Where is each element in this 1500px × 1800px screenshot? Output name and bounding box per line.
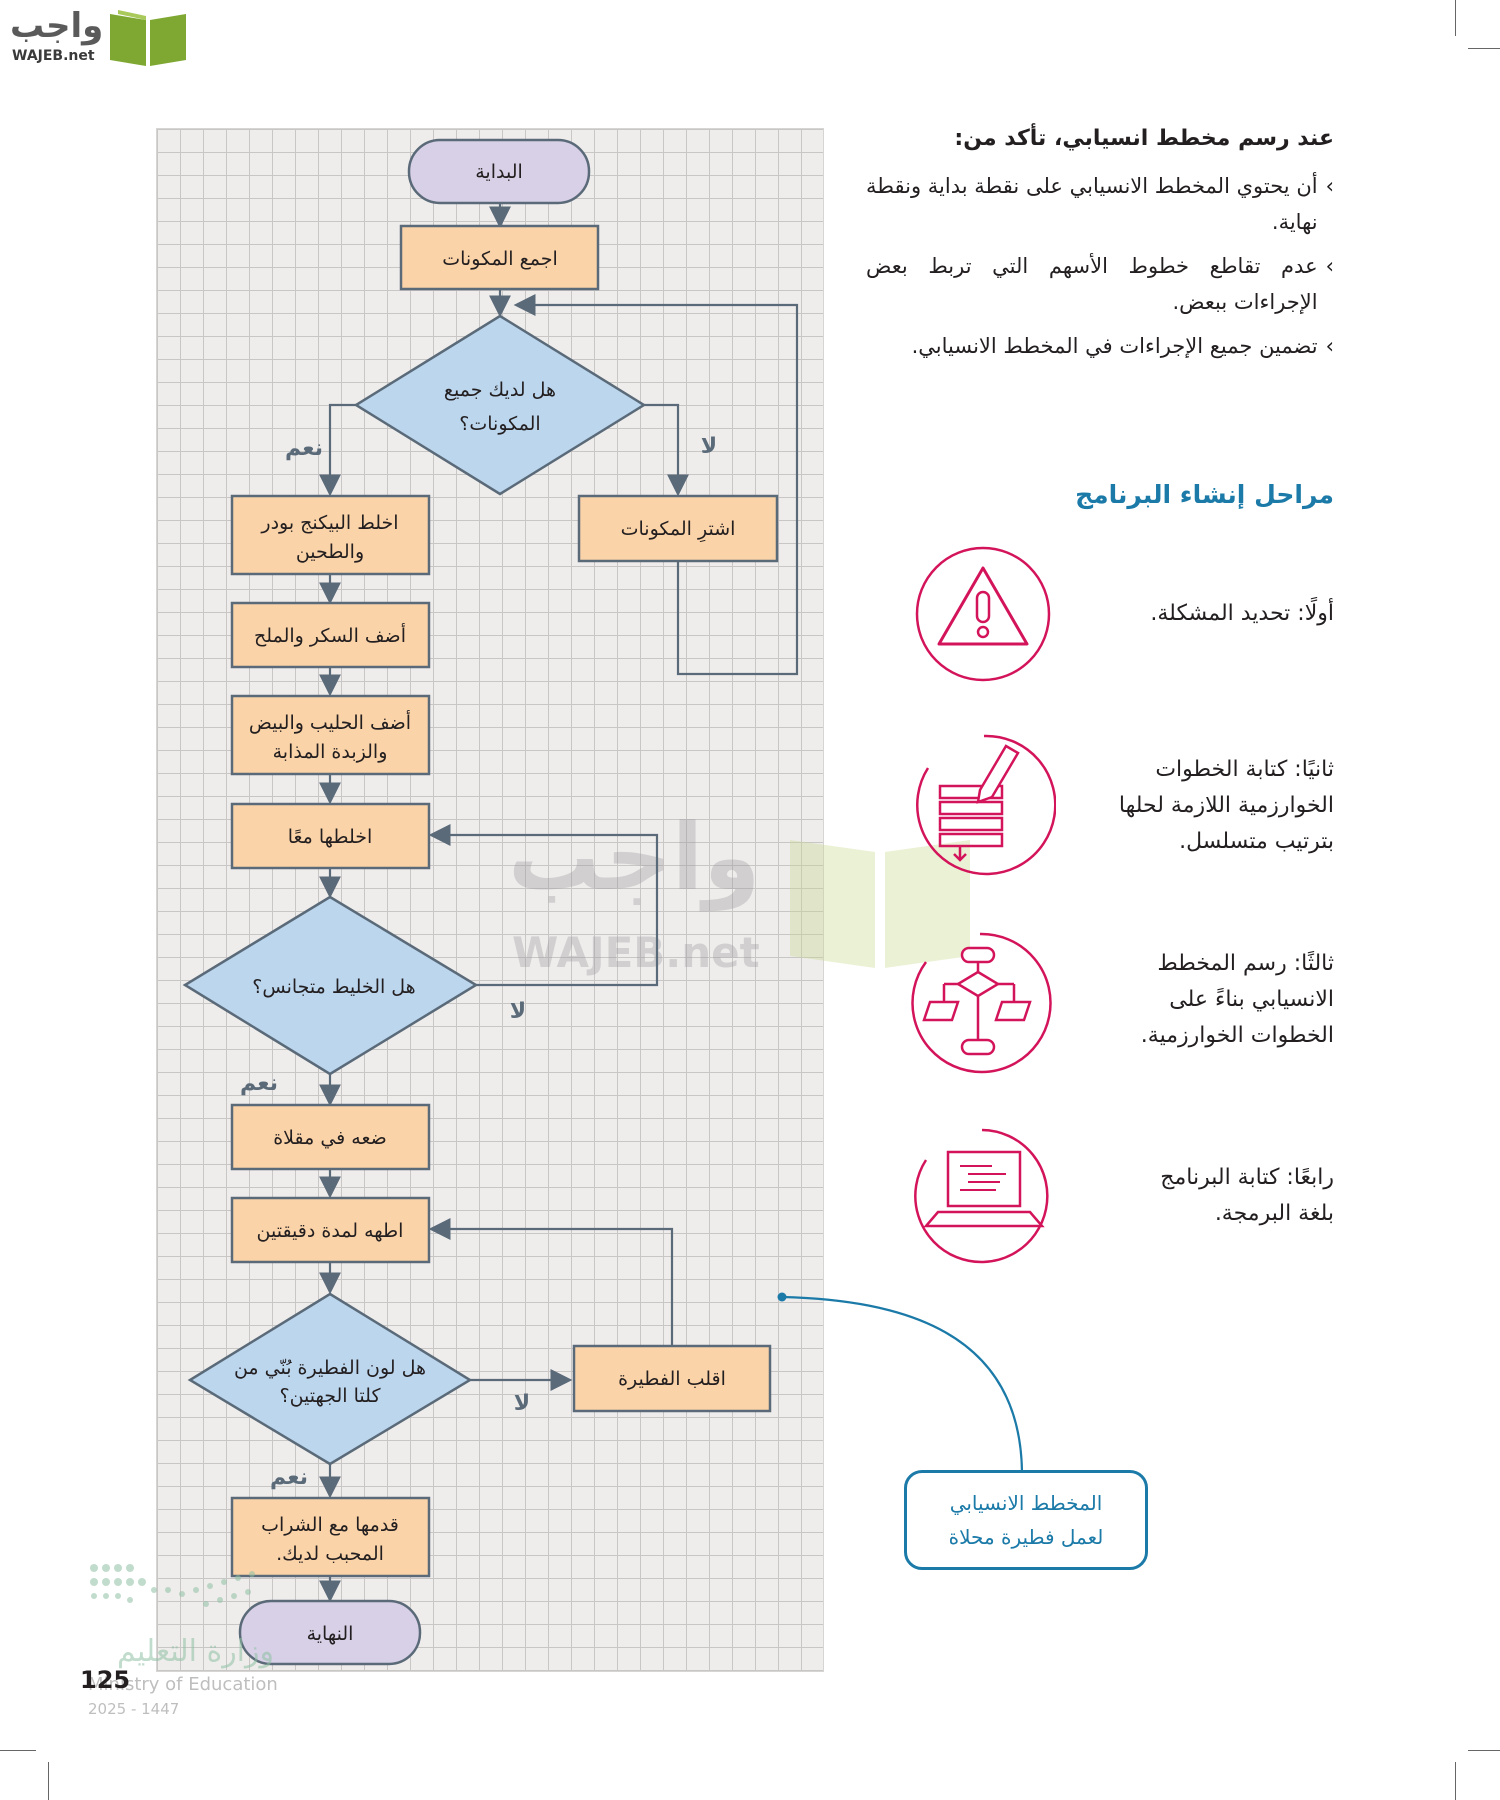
watermark: واجب WAJEB.net xyxy=(500,804,1020,990)
ministry-arabic: وزارة التعليم xyxy=(116,1634,274,1669)
crop-mark xyxy=(48,1762,49,1800)
checklist-item-text: أن يحتوي المخطط الانسيابي على نقطة بداية… xyxy=(866,174,1318,234)
yes-label: نعم xyxy=(270,1465,308,1490)
checklist-item-text: عدم تقاطع خطوط الأسهم التي تربط بعض الإج… xyxy=(866,254,1318,314)
checklist-item: › تضمين جميع الإجراءات في المخطط الانسيا… xyxy=(866,328,1334,364)
stage-2-text: ثانيًا: كتابة الخطوات الخوارزمية اللازمة… xyxy=(1118,757,1334,854)
connector xyxy=(513,294,799,676)
mix-label-line2: والطحين xyxy=(296,541,364,563)
crop-mark xyxy=(1455,0,1456,36)
logo-latin-text: WAJEB.net xyxy=(12,48,95,64)
connector xyxy=(428,824,659,987)
watermark-arabic: واجب xyxy=(508,804,761,911)
mix-together-label: اخلطها معًا xyxy=(288,826,373,848)
add-milk-line2: والزبدة المذابة xyxy=(273,741,388,763)
stage-3-text: ثالثًا: رسم المخطط الانسيابي بناءً على ا… xyxy=(1140,951,1334,1048)
pencil-steps-icon xyxy=(916,734,1056,876)
bullet-chevron-icon: › xyxy=(1325,174,1334,198)
watermark-latin: WAJEB.net xyxy=(512,928,760,977)
buy-label: اشترِ المكونات xyxy=(621,518,736,543)
smooth-decision xyxy=(182,895,479,1076)
have-question-line2: المكونات؟ xyxy=(459,413,540,435)
no-label: لا xyxy=(701,434,717,459)
mix-together-step xyxy=(230,802,431,870)
flowchart-icon xyxy=(911,932,1052,1074)
add-milk-line1: أضف الحليب والبيض xyxy=(249,710,411,734)
ministry-english: Ministry of Education xyxy=(88,1674,278,1695)
smooth-question: هل الخليط متجانس؟ xyxy=(252,976,415,998)
flowchart-caption: المخطط الانسيابي لعمل فطيرة محلاة xyxy=(904,1470,1148,1570)
crop-mark xyxy=(1468,48,1500,49)
gather-label: اجمع المكونات xyxy=(442,248,557,270)
yes-label: نعم xyxy=(285,436,323,461)
cook-step xyxy=(230,1196,431,1264)
no-label: لا xyxy=(514,1391,530,1416)
stage-1-text: أولًا: تحديد المشكلة. xyxy=(1150,601,1334,626)
bullet-chevron-icon: › xyxy=(1325,254,1334,278)
cook-label: اطهه لمدة دقيقتين xyxy=(257,1220,404,1242)
caption-line-2: لعمل فطيرة محلاة xyxy=(948,1525,1104,1549)
start-terminal xyxy=(407,138,591,205)
serve-step xyxy=(230,1496,431,1578)
buy-step xyxy=(577,494,779,563)
laptop-code-icon xyxy=(914,1128,1049,1264)
end-terminal xyxy=(238,1599,422,1666)
flip-label: اقلب الفطيرة xyxy=(618,1368,726,1390)
watermark-book-icon xyxy=(790,840,970,968)
flip-step xyxy=(572,1344,772,1413)
have-question-line1: هل لديك جميع xyxy=(444,379,556,401)
checklist-item-text: تضمين جميع الإجراءات في المخطط الانسيابي… xyxy=(911,334,1318,358)
page-number: 125 xyxy=(80,1666,131,1694)
connector xyxy=(428,1218,674,1346)
gather-step xyxy=(399,224,600,291)
checklist-title: عند رسم مخطط انسيابي، تأكد من: xyxy=(954,126,1334,151)
pan-step xyxy=(230,1103,431,1171)
add-sugar-step xyxy=(230,601,431,669)
brown-decision xyxy=(187,1292,473,1466)
ministry-dots-icon xyxy=(90,1564,255,1607)
pan-label: ضعه في مقلاة xyxy=(273,1127,387,1149)
add-sugar-label: أضف السكر والملح xyxy=(254,623,406,647)
checklist-list: › أن يحتوي المخطط الانسيابي على نقطة بدا… xyxy=(866,168,1334,364)
brown-question-line1: هل لون الفطيرة بُنّي من xyxy=(234,1357,426,1379)
yes-label: نعم xyxy=(240,1071,278,1096)
mix-label-line1: اخلط البيكنج بودر xyxy=(260,512,398,534)
caption-line-1: المخطط الانسيابي xyxy=(949,1491,1103,1515)
warning-triangle-icon xyxy=(915,546,1051,682)
crop-mark xyxy=(1468,1750,1500,1751)
checklist-item: › أن يحتوي المخطط الانسيابي على نقطة بدا… xyxy=(866,168,1334,240)
crop-mark xyxy=(0,1750,36,1751)
book-logo-icon xyxy=(110,10,186,66)
caption-callout-line xyxy=(781,1295,1024,1473)
brown-question-line2: كلتا الجهتين؟ xyxy=(279,1385,381,1407)
serve-line2: المحبب لديك. xyxy=(276,1543,384,1565)
wajeb-logo: واجب WAJEB.net xyxy=(10,6,190,68)
caption-callout-dot xyxy=(777,1292,787,1302)
add-milk-step xyxy=(230,694,431,776)
crop-mark xyxy=(1455,1762,1456,1800)
connector xyxy=(644,403,689,497)
ministry-year: 2025 - 1447 xyxy=(88,1700,180,1718)
ministry-logo: وزارة التعليم Ministry of Education 2025… xyxy=(84,1560,284,1730)
have-ingredients-decision xyxy=(353,314,647,496)
bullet-chevron-icon: › xyxy=(1325,334,1334,358)
serve-line1: قدمها مع الشراب xyxy=(261,1514,399,1536)
checklist-item: › عدم تقاطع خطوط الأسهم التي تربط بعض ال… xyxy=(866,248,1334,320)
end-label: النهاية xyxy=(307,1623,354,1645)
stage-4-text: رابعًا: كتابة البرنامج بلغة البرمجة. xyxy=(1160,1165,1334,1226)
mix-step xyxy=(230,494,431,576)
no-label: لا xyxy=(510,999,526,1024)
connector xyxy=(319,403,356,497)
stages-title: مراحل إنشاء البرنامج xyxy=(1075,480,1334,509)
start-label: البداية xyxy=(475,161,523,183)
logo-arabic-text: واجب xyxy=(10,6,104,46)
